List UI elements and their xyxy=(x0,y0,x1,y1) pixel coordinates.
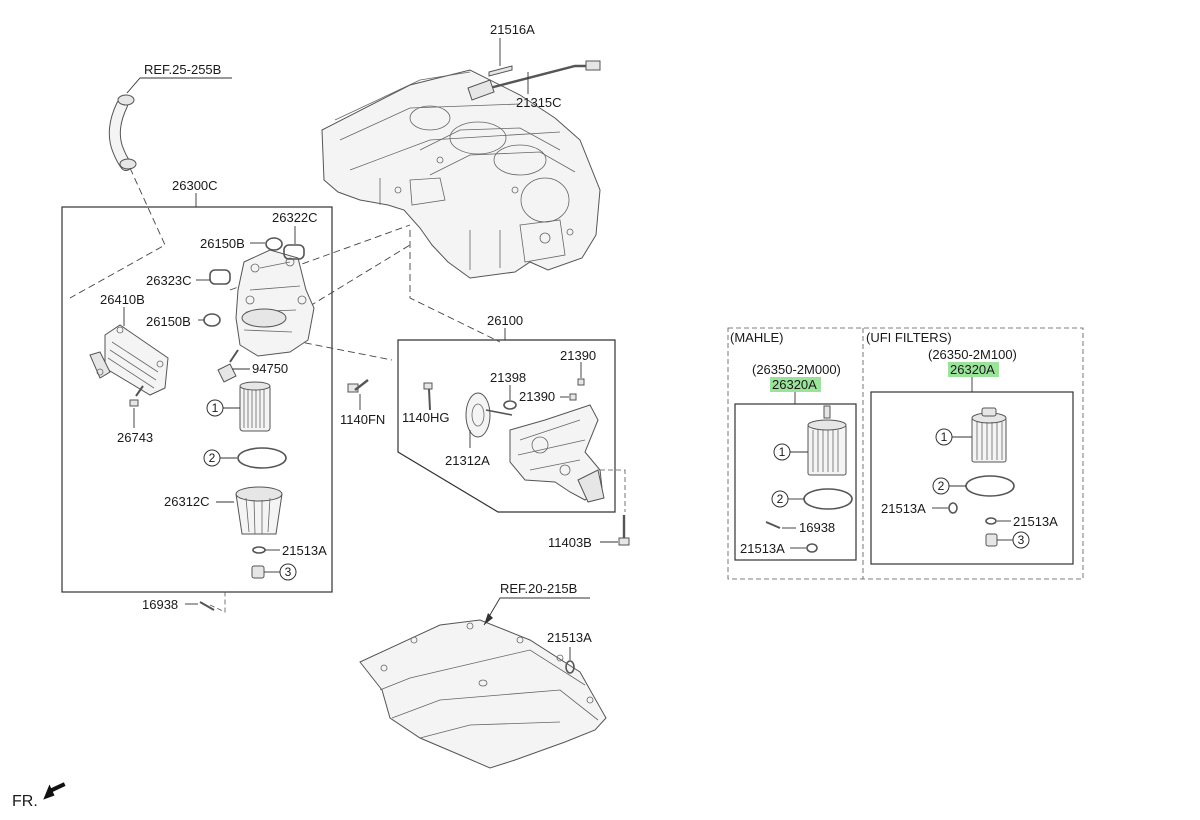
mahle-washer-21513A xyxy=(806,543,818,553)
drain-plug-left xyxy=(251,565,265,579)
pin-21390-b xyxy=(569,393,577,401)
bolt-1140FN xyxy=(347,379,369,393)
ufi-frame xyxy=(870,391,1074,565)
label-26322C: 26322C xyxy=(272,210,318,225)
bolt-26743 xyxy=(129,385,144,407)
mahle-o-ring xyxy=(803,488,853,510)
label-21516A: 21516A xyxy=(490,22,535,37)
ufi-label-21513A-b: 21513A xyxy=(1013,514,1058,529)
callout-circle-3-left xyxy=(279,563,297,581)
label-16938-left: 16938 xyxy=(142,597,178,612)
gasket-26322C xyxy=(283,244,305,260)
mahle-sub-part: 26320A xyxy=(772,377,817,392)
ufi-highlight xyxy=(948,362,999,377)
callout-number-1-mahle: 1 xyxy=(779,445,786,459)
callout-number-2-mahle: 2 xyxy=(777,492,784,506)
front-arrow-icon xyxy=(43,782,66,800)
gasket-26150B-top xyxy=(265,237,283,251)
filter-cap-illustration xyxy=(235,486,283,535)
mahle-label-16938: 16938 xyxy=(799,520,835,535)
mahle-highlight xyxy=(770,377,821,392)
oil-pump-assembly-frame xyxy=(397,339,616,513)
label-26743: 26743 xyxy=(117,430,153,445)
label-26300C: 26300C xyxy=(172,178,218,193)
sprocket-21312A xyxy=(465,392,513,438)
callout-number-1-left: 1 xyxy=(212,401,219,415)
mahle-title: (MAHLE) xyxy=(730,330,783,345)
ufi-washer-21513A-b xyxy=(985,517,997,525)
ufi-drain-plug xyxy=(985,533,998,547)
label-26312C: 26312C xyxy=(164,494,210,509)
washer-21513A-pan xyxy=(565,660,575,674)
gasket-26150B-bottom xyxy=(203,313,221,327)
alternative-filters-panel xyxy=(727,327,1084,580)
oil-filter-assembly-frame xyxy=(61,206,333,593)
label-26323C: 26323C xyxy=(146,273,192,288)
mahle-label-21513A: 21513A xyxy=(740,541,785,556)
label-1140HG: 1140HG xyxy=(402,410,449,425)
dowel-21398 xyxy=(503,400,517,410)
ufi-filter-element xyxy=(971,407,1007,463)
mahle-filter-element xyxy=(807,405,847,476)
bolt-1140HG xyxy=(423,382,433,411)
callout-number-3-left: 3 xyxy=(285,565,292,579)
label-94750: 94750 xyxy=(252,361,288,376)
label-11403B: 11403B xyxy=(548,535,592,550)
label-21390-a: 21390 xyxy=(560,348,596,363)
sensor-94750 xyxy=(217,349,239,383)
ufi-part-number: (26350-2M100) xyxy=(928,347,1017,362)
ufi-sub-part: 26320A xyxy=(950,362,995,377)
label-21513A-left: 21513A xyxy=(282,543,327,558)
label-21513A-pan: 21513A xyxy=(547,630,592,645)
mahle-part-number: (26350-2M000) xyxy=(752,362,841,377)
pin-16938-left xyxy=(199,601,215,611)
ufi-washer-21513A-a xyxy=(948,502,958,514)
mahle-frame xyxy=(734,403,857,561)
oil-cooler-illustration xyxy=(89,324,169,396)
label-21398: 21398 xyxy=(490,370,526,385)
pin-21390-a xyxy=(577,378,585,386)
oil-pan-illustration xyxy=(359,619,607,769)
label-21315C: 21315C xyxy=(516,95,562,110)
label-21390-b: 21390 xyxy=(519,389,555,404)
label-1140FN: 1140FN xyxy=(340,412,385,427)
callout-number-2-left: 2 xyxy=(209,451,216,465)
ufi-o-ring xyxy=(965,475,1015,497)
o-ring-left xyxy=(237,447,287,469)
label-21312A: 21312A xyxy=(445,453,490,468)
callout-circle-3-ufi xyxy=(1012,531,1030,549)
breather-hose-illustration xyxy=(108,94,137,171)
ufi-title: (UFI FILTERS) xyxy=(866,330,952,345)
ref-25-255B: REF.25-255B xyxy=(144,62,221,77)
label-26100: 26100 xyxy=(487,313,523,328)
engine-block-illustration xyxy=(321,69,601,279)
bolt-11403B xyxy=(618,515,630,546)
label-26150B-top: 26150B xyxy=(200,236,245,251)
label-26410B: 26410B xyxy=(100,292,145,307)
oil-filter-housing-illustration xyxy=(235,249,315,357)
callout-number-2-ufi: 2 xyxy=(938,479,945,493)
ref-20-215B: REF.20-215B xyxy=(500,581,577,596)
gasket-26323C xyxy=(209,269,231,285)
mahle-pin-16938 xyxy=(765,521,781,529)
oil-pump-illustration xyxy=(509,404,605,503)
filter-element-illustration xyxy=(239,381,271,432)
callout-number-1-ufi: 1 xyxy=(941,430,948,444)
callout-number-3-ufi: 3 xyxy=(1018,533,1025,547)
front-indicator-label: FR. xyxy=(12,793,38,810)
ufi-label-21513A-a: 21513A xyxy=(881,501,926,516)
washer-21513A-left xyxy=(252,546,266,554)
oil-sensor-harness xyxy=(467,60,601,101)
label-26150B-bottom: 26150B xyxy=(146,314,191,329)
